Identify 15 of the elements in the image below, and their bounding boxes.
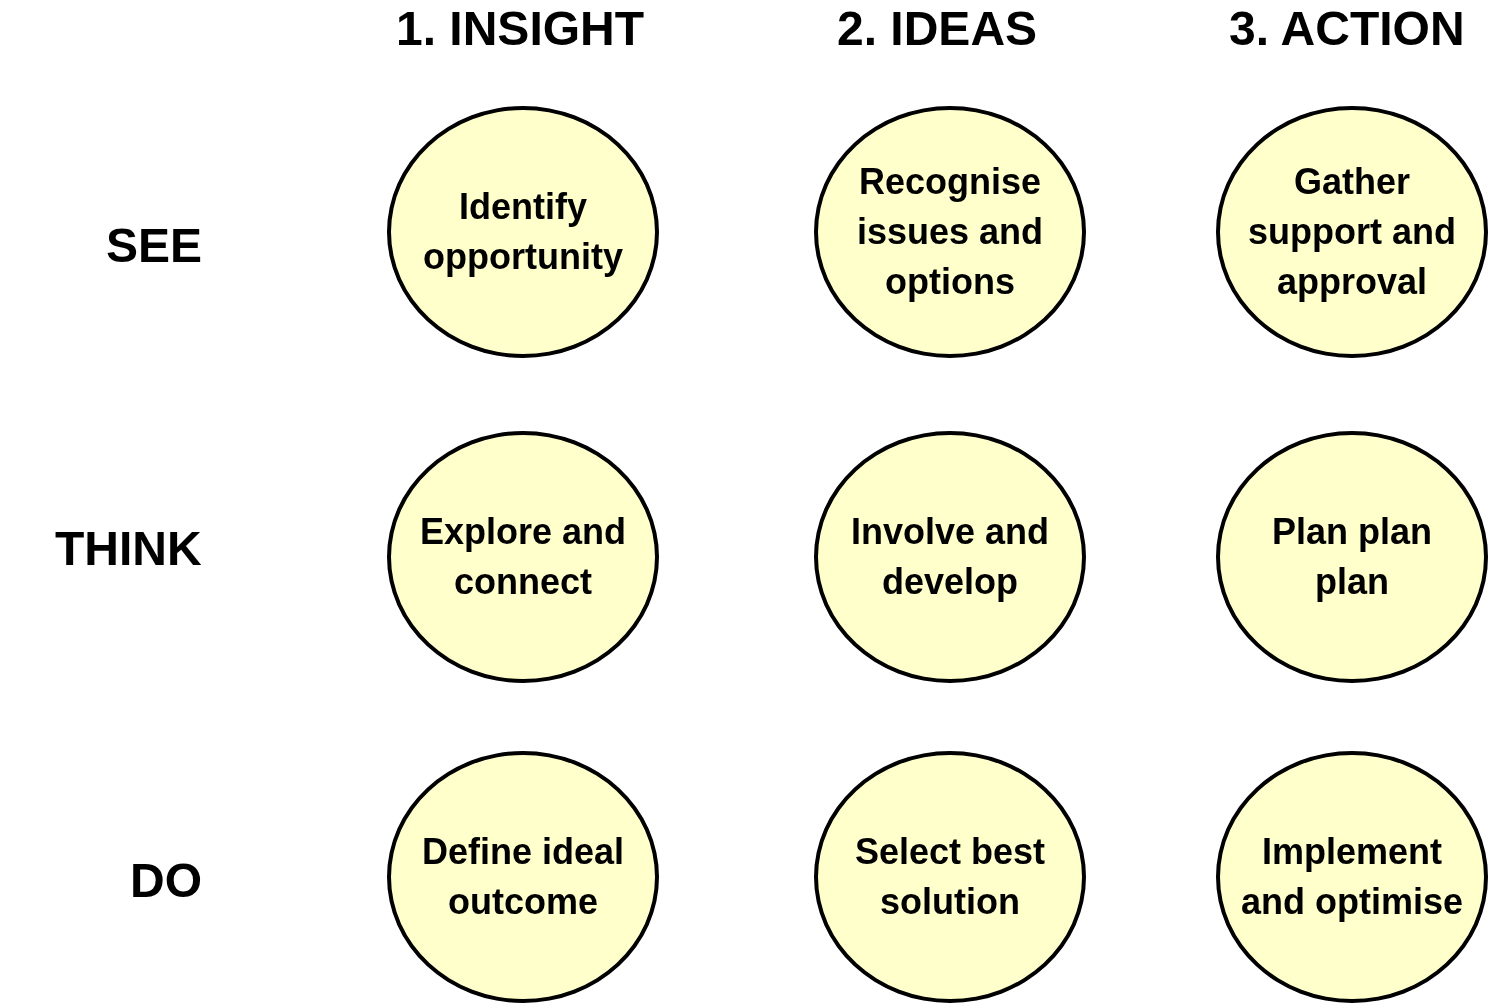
node-text: Select best solution — [853, 830, 1047, 924]
column-header: 1. INSIGHT — [396, 0, 645, 56]
node-text: Involve and develop — [849, 510, 1051, 604]
node-text: Recognise issues and options — [855, 160, 1045, 304]
column-header: 3. ACTION — [1229, 0, 1465, 56]
row-header: THINK — [55, 520, 202, 576]
node-text: Plan plan plan — [1271, 510, 1433, 604]
column-header: 2. IDEAS — [837, 0, 1038, 56]
node-text: Implement and optimise — [1240, 830, 1464, 924]
node-text: Identify opportunity — [422, 185, 624, 279]
node-text: Define ideal outcome — [420, 830, 626, 924]
row-header: SEE — [106, 217, 203, 273]
row-header: DO — [130, 852, 202, 908]
node-text: Explore and connect — [418, 510, 628, 604]
node-text: Gather support and approval — [1247, 160, 1457, 304]
